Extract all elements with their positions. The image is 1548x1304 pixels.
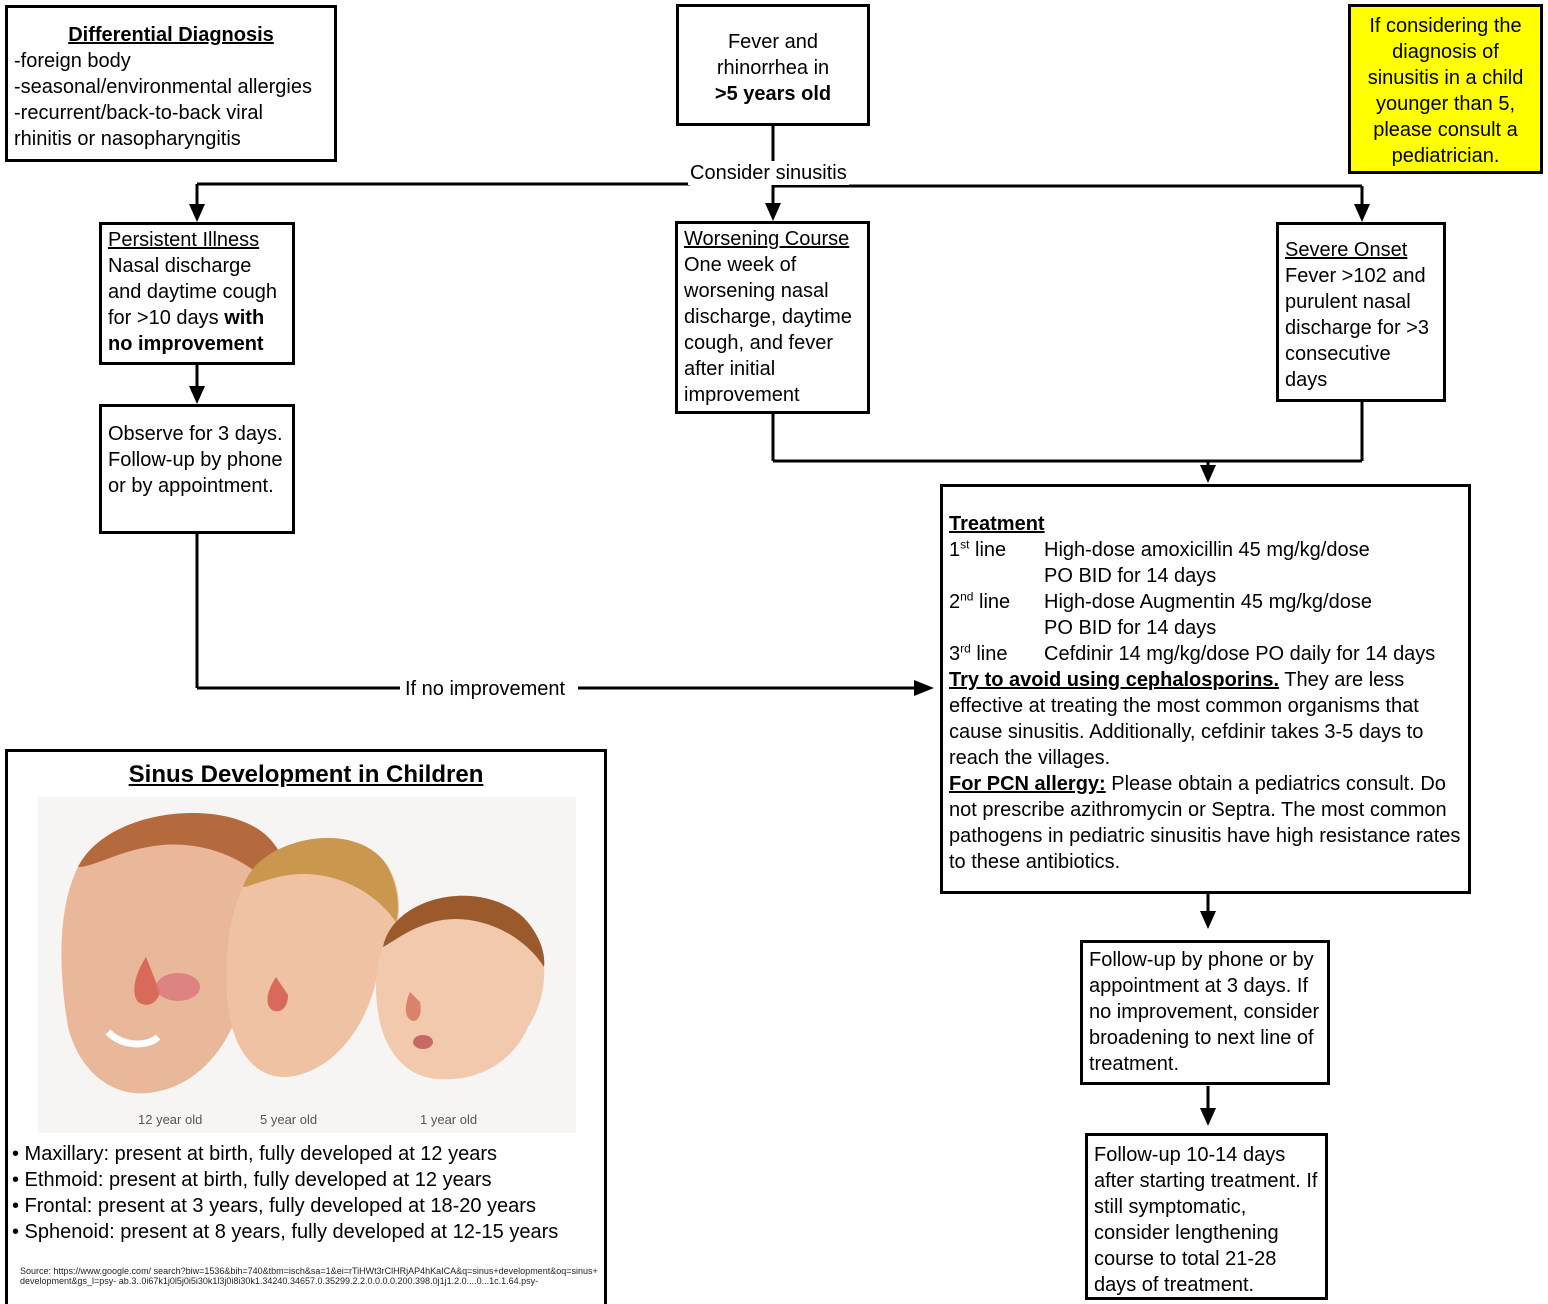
treatment-line-1: 1st line High-dose amoxicillin 45 mg/kg/… — [949, 537, 1462, 589]
pediatrician-warning-box: If considering the diagnosis of sinusiti… — [1348, 4, 1543, 174]
severe-title: Severe Onset — [1285, 239, 1408, 261]
sinus-fact: • Ethmoid: present at birth, fully devel… — [12, 1169, 492, 1191]
caption-1-year-old: 1 year old — [420, 1112, 477, 1127]
start-box: Fever and rhinorrhea in >5 years old — [676, 4, 870, 126]
followup-10-14-days-box: Follow-up 10-14 days after starting trea… — [1085, 1133, 1328, 1300]
persistent-title: Persistent Illness — [108, 229, 260, 251]
image-source-citation: Source: https://www.google.com/ search?b… — [20, 1266, 598, 1286]
treatment-drug: Cefdinir 14 mg/kg/dose PO daily for 14 d… — [1044, 643, 1436, 665]
observe-text: Observe for 3 days. Follow-up by phone o… — [108, 423, 283, 497]
followup1-text: Follow-up by phone or by appointment at … — [1089, 949, 1320, 1075]
differential-title: Differential Diagnosis — [68, 24, 274, 46]
start-line: rhinorrhea in — [716, 57, 830, 79]
treatment-drug: High-dose amoxicillin 45 mg/kg/dose — [1044, 539, 1370, 561]
differential-diagnosis-box: Differential Diagnosis -foreign body -se… — [5, 5, 337, 162]
worsening-text: One week of worsening nasal discharge, d… — [684, 254, 852, 406]
treatment-drug-dose: PO BID for 14 days — [1044, 565, 1217, 587]
edge-label-consider-sinusitis: Consider sinusitis — [688, 161, 849, 185]
followup2-text: Follow-up 10-14 days after starting trea… — [1094, 1144, 1318, 1296]
treatment-title: Treatment — [949, 513, 1045, 535]
sinus-fact: • Maxillary: present at birth, fully dev… — [12, 1143, 498, 1165]
face-5-year-old — [226, 838, 399, 1078]
sinus-faces-illustration: 12 year old 5 year old 1 year old — [38, 797, 576, 1133]
severe-text: Fever >102 and purulent nasal discharge … — [1285, 265, 1429, 391]
followup-3-days-box: Follow-up by phone or by appointment at … — [1080, 940, 1330, 1085]
observe-box: Observe for 3 days. Follow-up by phone o… — [99, 404, 295, 534]
differential-item: -foreign body — [14, 50, 131, 72]
sinus-fact: • Sphenoid: present at 8 years, fully de… — [12, 1221, 559, 1243]
persistent-illness-box: Persistent Illness Nasal discharge and d… — [99, 222, 295, 365]
treatment-avoid-note: Try to avoid using cephalosporins. They … — [949, 669, 1424, 769]
treatment-drug-dose: PO BID for 14 days — [1044, 617, 1217, 639]
edge-label-no-improvement: If no improvement — [403, 677, 568, 701]
treatment-pcn-note: For PCN allergy: Please obtain a pediatr… — [949, 773, 1461, 873]
warning-text: If considering the diagnosis of sinusiti… — [1367, 15, 1524, 167]
start-age: >5 years old — [714, 83, 832, 105]
persistent-emphasis: with no improvement — [108, 307, 265, 355]
severe-onset-box: Severe Onset Fever >102 and purulent nas… — [1276, 222, 1446, 402]
caption-5-year-old: 5 year old — [260, 1112, 317, 1127]
differential-item: -recurrent/back-to-back viral — [14, 102, 263, 124]
differential-item: rhinitis or nasopharyngitis — [14, 128, 241, 150]
treatment-line-3: 3rd line Cefdinir 14 mg/kg/dose PO daily… — [949, 641, 1462, 667]
worsening-course-box: Worsening Course One week of worsening n… — [675, 221, 870, 414]
sinus-title: Sinus Development in Children — [128, 761, 484, 788]
sinus-fact: • Frontal: present at 3 years, fully dev… — [12, 1195, 536, 1217]
differential-item: -seasonal/environmental allergies — [14, 76, 312, 98]
face-1-year-old — [375, 895, 545, 1080]
worsening-title: Worsening Course — [684, 228, 850, 250]
persistent-text: Nasal discharge and daytime cough for >1… — [108, 255, 278, 329]
treatment-drug: High-dose Augmentin 45 mg/kg/dose — [1044, 591, 1372, 613]
treatment-box: Treatment 1st line High-dose amoxicillin… — [940, 484, 1471, 894]
sinus-facts-list: • Maxillary: present at birth, fully dev… — [12, 1141, 604, 1245]
start-line: Fever and — [727, 31, 819, 53]
caption-12-year-old: 12 year old — [138, 1112, 202, 1127]
treatment-line-2: 2nd line High-dose Augmentin 45 mg/kg/do… — [949, 589, 1462, 641]
